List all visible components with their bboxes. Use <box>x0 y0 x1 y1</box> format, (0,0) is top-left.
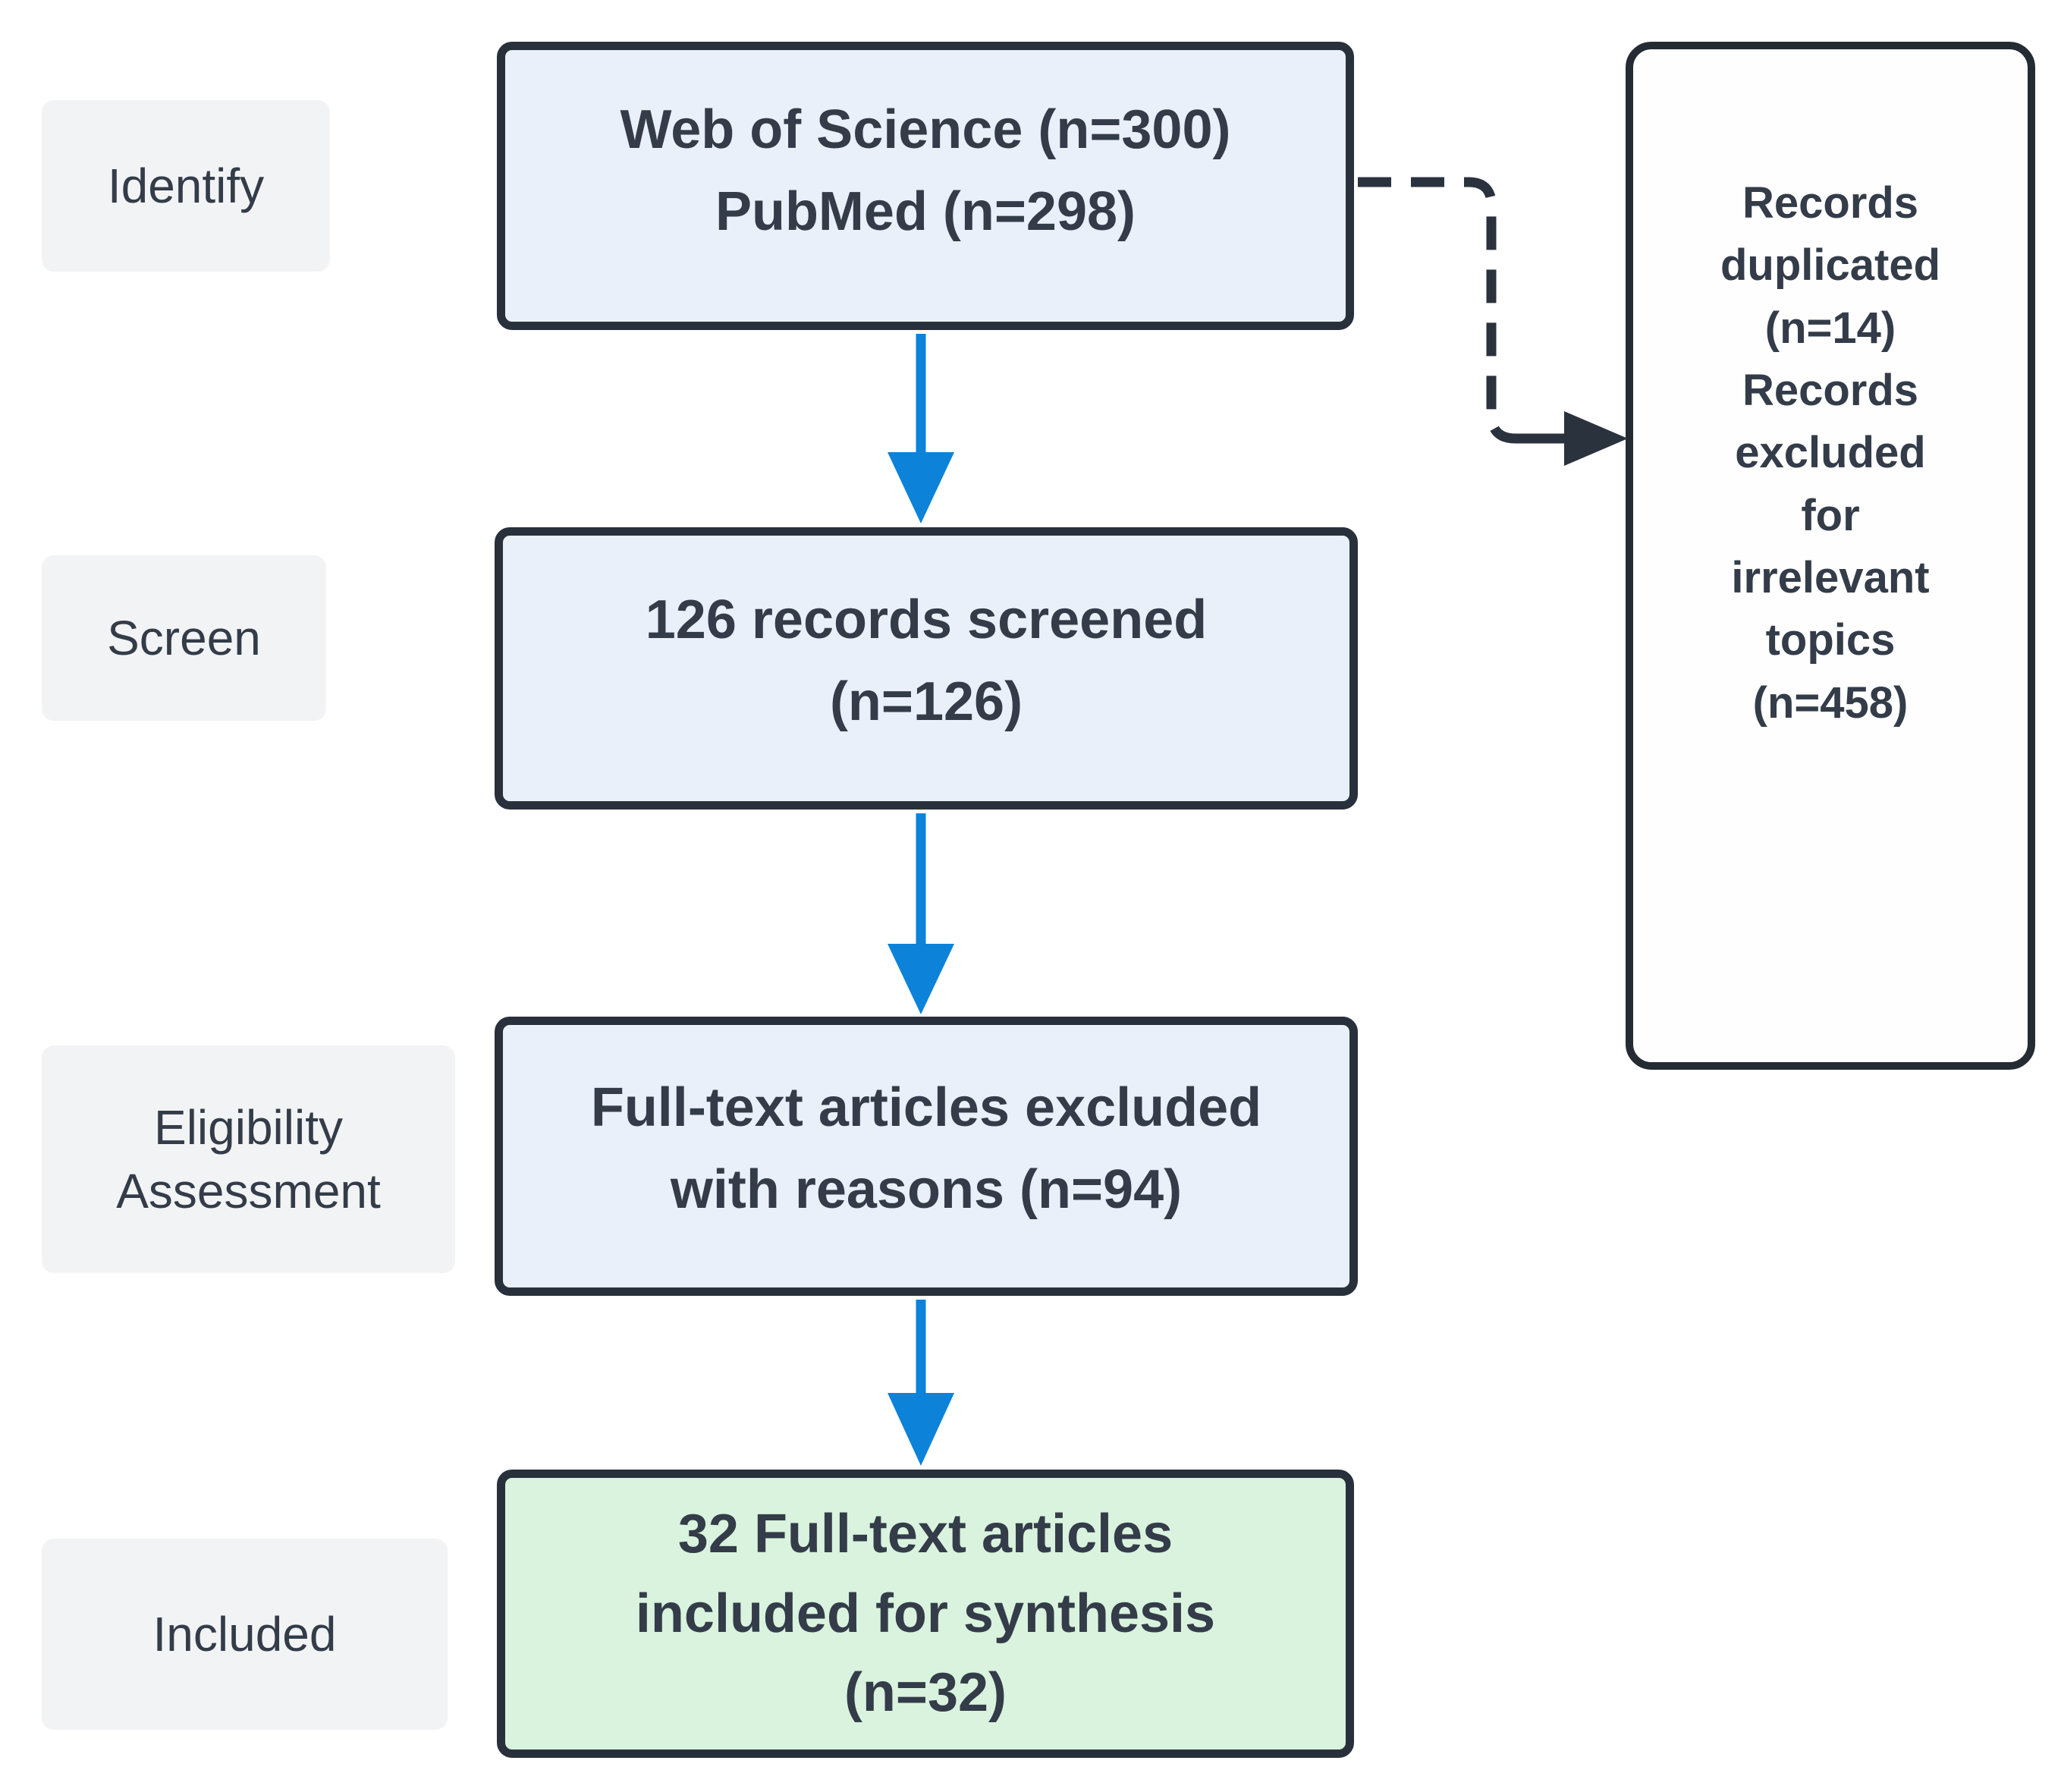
stage-label-screen: Screen <box>42 555 326 721</box>
dashed-connector-identification-to-exclusion <box>1358 177 1628 466</box>
flow-box-included-synthesis: 32 Full-text articles included for synth… <box>497 1470 1354 1758</box>
flow-box-records-screened: 126 records screened (n=126) <box>495 527 1358 810</box>
arrow-right-icon <box>1564 411 1628 466</box>
stage-label-included: Included <box>42 1539 448 1730</box>
arrow-down-icon <box>888 452 954 523</box>
arrow-down-icon <box>888 1393 954 1466</box>
stage-label-identify: Identify <box>42 100 330 272</box>
arrow-eligibility-to-included <box>888 1300 954 1466</box>
arrow-screening-to-eligibility <box>888 813 954 1014</box>
flow-box-identification-sources: Web of Science (n=300) PubMed (n=298) <box>497 42 1354 330</box>
arrow-down-icon <box>888 944 954 1014</box>
exclusion-records-box: Records duplicated (n=14) Records exclud… <box>1626 42 2035 1070</box>
stage-label-eligibility-assessment: Eligibility Assessment <box>42 1045 455 1273</box>
arrow-identification-to-screening <box>888 334 954 523</box>
dashed-elbow-path <box>1358 177 1547 444</box>
flow-box-fulltext-excluded: Full-text articles excluded with reasons… <box>495 1017 1358 1296</box>
